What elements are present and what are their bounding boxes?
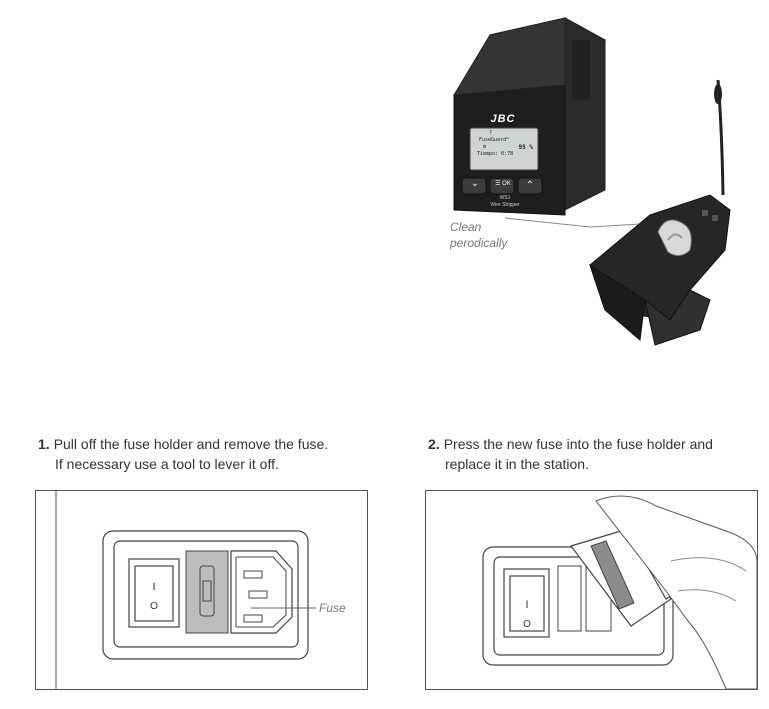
station-display — [469, 127, 539, 171]
step-1-svg — [55, 491, 316, 689]
clean-callout-line2: perodically — [450, 236, 508, 250]
model-line1: WS1 — [499, 195, 511, 201]
step-2-panel: I O — [425, 490, 758, 690]
switch-on-symbol: I — [152, 581, 156, 593]
clean-callout-line1: Clean — [450, 220, 482, 234]
stand-base — [589, 263, 646, 341]
station-front-top — [453, 17, 566, 96]
step-1-panel: I O Fuse — [35, 490, 368, 690]
step-1-line2: If necessary use a tool to lever it off. — [55, 456, 279, 472]
step-2-number: 2. — [428, 436, 440, 452]
hand — [595, 495, 757, 689]
display-percent: 95 % — [518, 144, 533, 151]
button-up-shape — [517, 177, 543, 195]
display-line3: m — [483, 144, 487, 150]
step-1-text: 1.Pull off the fuse holder and remove th… — [38, 434, 388, 474]
button-ok-shape — [489, 177, 515, 195]
fuse-cylinder — [590, 540, 635, 610]
display-line4: Tiempo: 0:78 — [477, 151, 514, 157]
button-down: ⌄ — [470, 178, 480, 189]
switch-on-symbol-2: I — [525, 599, 529, 611]
display-line1: ? — [489, 130, 493, 136]
stand-side — [644, 289, 711, 346]
station-illustration — [440, 10, 760, 360]
display-content: ? FuseGuard™ m 95 % Tiempo: 0:78 — [473, 130, 537, 168]
stand-rod-tip — [714, 84, 722, 104]
button-up: ⌃ — [525, 180, 535, 191]
fuse-label: Fuse — [319, 601, 346, 615]
model-label: WS1 Wire Stripper — [482, 195, 528, 209]
fuse-slot — [557, 565, 582, 632]
clean-callout: Clean perodically — [450, 219, 507, 251]
display-line2: FuseGuard™ — [479, 137, 510, 143]
step-2-text: 2.Press the new fuse into the fuse holde… — [428, 434, 763, 474]
step-2-line1: Press the new fuse into the fuse holder … — [443, 436, 713, 452]
model-line2: Wire Stripper — [490, 202, 520, 208]
step-1-number: 1. — [38, 436, 50, 452]
stand-clip — [657, 219, 692, 256]
button-menu-ok: ☰ OK — [495, 181, 511, 187]
step-1-line1: Pull off the fuse holder and remove the … — [53, 436, 329, 452]
station-svg — [453, 17, 731, 346]
station-brand: JBC — [490, 113, 516, 125]
switch-off-symbol-2: O — [523, 619, 531, 630]
button-down-shape — [461, 177, 487, 195]
station-vent — [572, 40, 590, 100]
step-2-line2: replace it in the station. — [445, 456, 589, 472]
step-2-svg — [482, 495, 757, 689]
switch-off-symbol: O — [150, 601, 158, 612]
